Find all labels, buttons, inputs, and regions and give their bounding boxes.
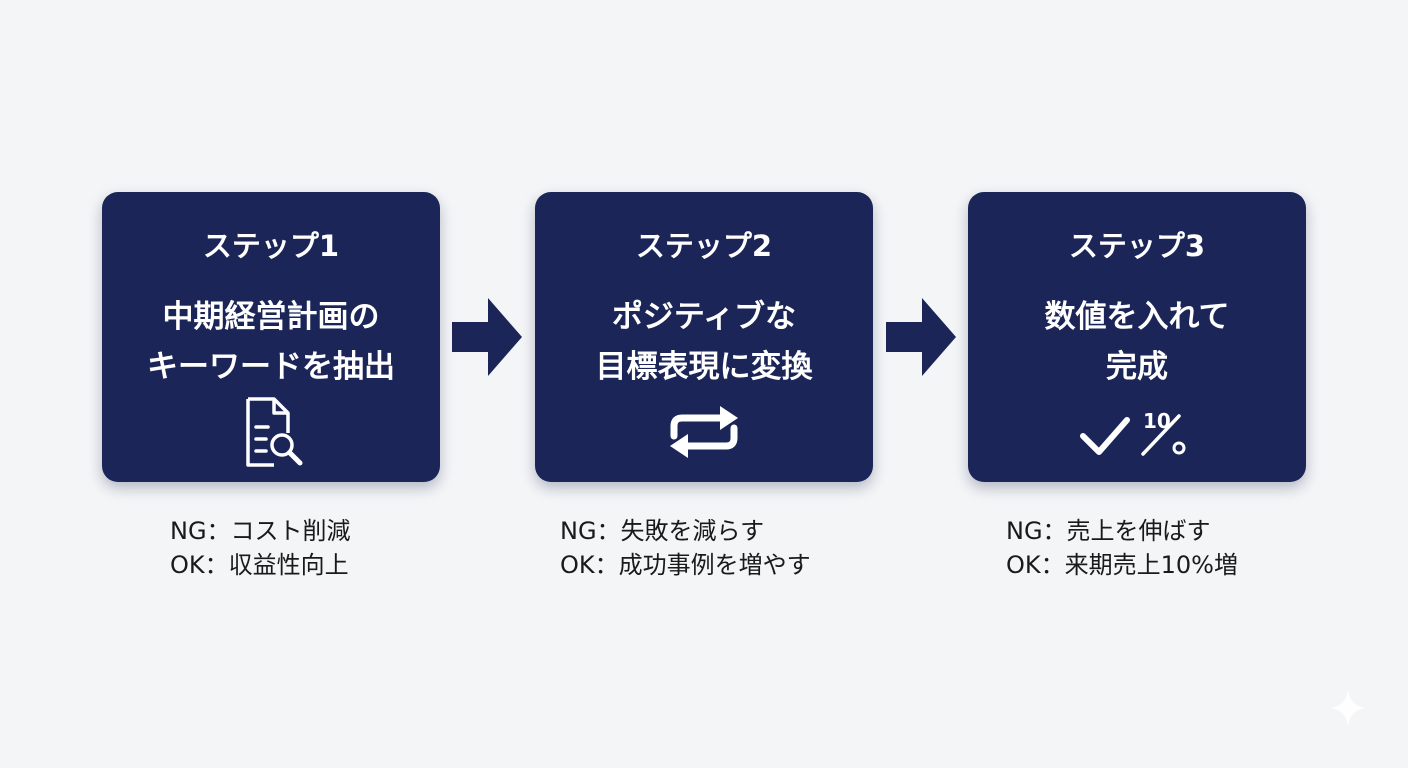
document-search-icon [246,397,303,467]
step-1-ok-text: OK：収益性向上 [170,551,349,579]
step-2-ng-text: NG：失敗を減らす [560,517,765,545]
percent-slash [1141,414,1181,456]
step-2-label: ステップ2 [635,229,773,263]
step-3-title-line-2: 完成 [1106,349,1168,385]
step-3-title: 数値を入れて 完成 [968,292,1306,392]
flow-arrow-1 [452,298,522,376]
step-2-ok-text: OK：成功事例を増やす [560,551,811,579]
step-3-ok-text: OK：来期売上10%増 [1006,551,1238,579]
sparkle-icon [1330,690,1366,726]
step-1-notes: NG：コスト削減 OK：収益性向上 [170,514,351,582]
check-icon [1080,417,1130,455]
step-1-label: ステップ1 [202,229,340,263]
percent-dot [1172,441,1186,455]
step-3-card: ステップ3 数値を入れて 完成 10 [968,192,1306,482]
step-3-notes: NG：売上を伸ばす OK：来期売上10%増 [1006,514,1238,582]
step-2-title-line-1: ポジティブな [611,299,797,335]
repeat-arrows-icon [670,406,738,458]
step-1-title-line-2: キーワードを抽出 [147,349,395,385]
step-2-card: ステップ2 ポジティブな 目標表現に変換 [535,192,873,482]
check-percent-icon: 10 [1080,409,1186,456]
step-1-card: ステップ1 中期経営計画の キーワードを抽出 [102,192,440,482]
step-2-title: ポジティブな 目標表現に変換 [535,292,873,392]
step-3-label: ステップ3 [1068,229,1206,263]
step-1-ng-text: NG：コスト削減 [170,517,351,545]
step-3-ng-text: NG：売上を伸ばす [1006,517,1211,545]
step-1-title-line-1: 中期経営計画の [162,299,380,335]
flow-arrow-2 [886,298,956,376]
step-1-title: 中期経営計画の キーワードを抽出 [102,292,440,392]
step-2-title-line-2: 目標表現に変換 [595,349,813,385]
step-2-notes: NG：失敗を減らす OK：成功事例を増やす [560,514,811,582]
step-3-title-line-1: 数値を入れて [1044,299,1230,335]
